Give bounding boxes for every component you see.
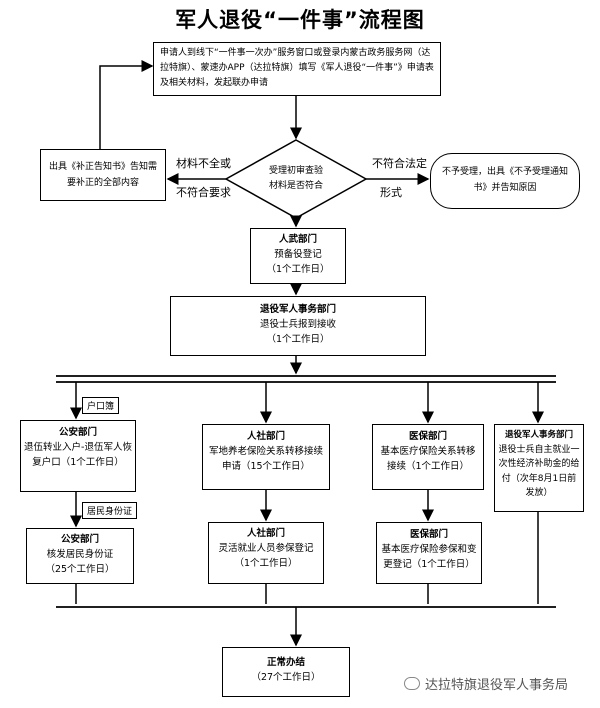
veterans-receive-step: 退役军人事务部门 退役士兵报到接收 （1个工作日） — [170, 296, 426, 356]
police1-dept: 公安部门 — [58, 427, 97, 438]
completion-step: 正常办结 （27个工作日） — [222, 647, 350, 697]
police2-dept: 公安部门 — [60, 534, 99, 545]
med2-dept: 医保部门 — [409, 529, 448, 540]
hr2-time: （1个工作日） — [234, 558, 298, 569]
idcard-tag: 居民身份证 — [82, 502, 138, 519]
page-title: 军人退役“一件事”流程图 — [175, 8, 425, 32]
incomplete-label-1: 材料不全或 — [176, 157, 231, 170]
med2-task: 基本医疗保险参保和变更登记（1个工作日） — [381, 544, 477, 570]
armed-dept: 人武部门 — [278, 234, 317, 245]
reject-notice: 不予受理，出具《不予受理通知书》并告知原因 — [430, 153, 580, 209]
armed-time: （1个工作日） — [266, 264, 330, 275]
vet2-task: 退役士兵自主就业一次性经济补助金的给付（次年8月1日前发放） — [498, 444, 580, 499]
decision-line-1: 受理初审查验 — [268, 166, 323, 176]
hr1-dept: 人社部门 — [246, 431, 285, 442]
watermark-text: 达拉特旗退役军人事务局 — [425, 678, 569, 693]
watermark: 达拉特旗退役军人事务局 — [404, 674, 568, 693]
hr2-task: 灵活就业人员参保登记 — [218, 543, 314, 554]
done-time: （27个工作日） — [251, 672, 321, 683]
invalid-form-label-1: 不符合法定 — [372, 157, 427, 170]
invalid-form-label-2: 形式 — [380, 186, 402, 199]
police2-time: （25个工作日） — [45, 564, 115, 575]
veterans-subsidy-step: 退役军人事务部门 退役士兵自主就业一次性经济补助金的给付（次年8月1日前发放） — [494, 424, 584, 512]
police-hukou-step: 公安部门 退伍转业入户-退伍军人恢复户口（1个工作日） — [20, 420, 136, 492]
vet2-dept: 退役军人事务部门 — [504, 430, 573, 440]
decision-text: 受理初审查验 材料是否符合 — [236, 164, 356, 194]
hr-pension-step: 人社部门 军地养老保险关系转移接续申请（15个工作日） — [202, 424, 330, 490]
done-title: 正常办结 — [266, 657, 305, 668]
veterans-dept: 退役军人事务部门 — [259, 304, 336, 315]
veterans-time: （1个工作日） — [266, 334, 330, 345]
hr2-dept: 人社部门 — [246, 528, 285, 539]
decision-line-2: 材料是否符合 — [268, 181, 323, 191]
incomplete-label-2: 不符合要求 — [176, 186, 231, 199]
med1-dept: 医保部门 — [408, 431, 447, 442]
medical-register-step: 医保部门 基本医疗保险参保和变更登记（1个工作日） — [376, 522, 482, 584]
medical-transfer-step: 医保部门 基本医疗保险关系转移接续（1个工作日） — [372, 424, 484, 490]
correction-notice: 出具《补正告知书》告知需要补正的全部内容 — [40, 149, 166, 201]
police1-task: 退伍转业入户-退伍军人恢复户口（1个工作日） — [24, 442, 132, 468]
hukou-tag: 户口簿 — [82, 397, 120, 414]
armed-forces-step: 人武部门 预备役登记 （1个工作日） — [250, 228, 346, 284]
wechat-icon — [404, 677, 420, 690]
med1-task: 基本医疗保险关系转移接续（1个工作日） — [380, 446, 476, 472]
apply-step: 申请人到线下“一件事一次办”服务窗口或登录内蒙古政务服务网（达拉特旗）、蒙速办A… — [153, 42, 441, 96]
veterans-task: 退役士兵报到接收 — [259, 319, 336, 330]
armed-task: 预备役登记 — [274, 249, 322, 260]
police2-task: 核发居民身份证 — [46, 549, 114, 560]
hr1-task: 军地养老保险关系转移接续申请（15个工作日） — [208, 446, 323, 472]
hr-insurance-step: 人社部门 灵活就业人员参保登记 （1个工作日） — [208, 522, 324, 584]
police-idcard-step: 公安部门 核发居民身份证 （25个工作日） — [26, 528, 134, 584]
